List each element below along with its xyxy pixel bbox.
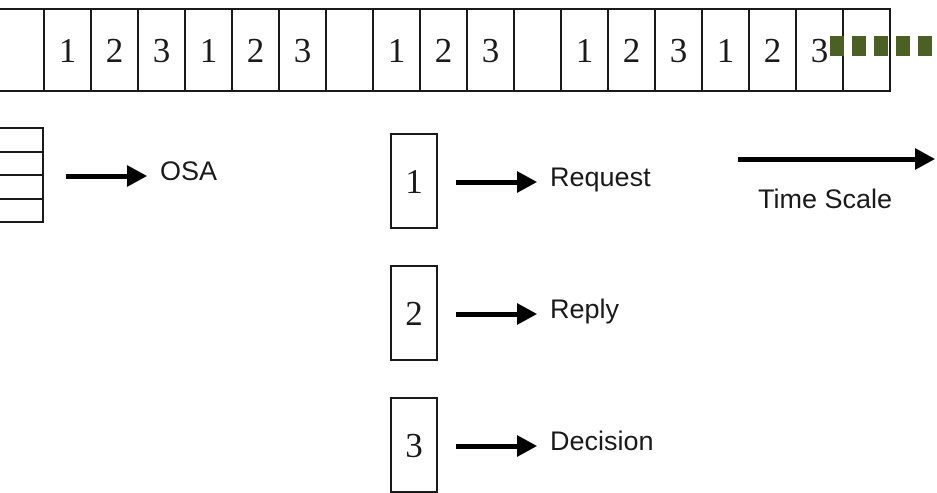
- osa-legend-label: OSA: [160, 156, 218, 186]
- arrow-shaft: [456, 443, 518, 449]
- continuation-square: [830, 36, 844, 56]
- osa-segment: [0, 176, 42, 200]
- osa-segment: [0, 153, 42, 176]
- timeline-cell-2: 2: [419, 8, 468, 92]
- arrow-head-icon: [517, 435, 537, 457]
- legend-label-request: Request: [550, 162, 651, 192]
- arrow-head-icon: [915, 148, 935, 170]
- timeline-cell-3: 3: [137, 8, 186, 92]
- osa-key-box: [0, 127, 44, 223]
- arrow-head-icon: [517, 303, 537, 325]
- arrow-shaft: [738, 156, 916, 162]
- timeline-cell-1: 1: [184, 8, 233, 92]
- osa-legend-arrow: [66, 165, 147, 187]
- time-scale-arrow: [738, 148, 935, 170]
- timeline-cell-osa: [0, 8, 45, 92]
- continuation-square: [874, 36, 888, 56]
- continuation-square: [918, 36, 932, 56]
- arrow-head-icon: [517, 171, 537, 193]
- timeline-cell-3: 3: [278, 8, 327, 92]
- timeline-cell-3: 3: [466, 8, 515, 92]
- timeline-cell-2: 2: [231, 8, 280, 92]
- legend-arrow: [456, 171, 537, 193]
- timeline-cell-2: 2: [748, 8, 797, 92]
- timeline-cell-1: 1: [372, 8, 421, 92]
- legend-arrow: [456, 435, 537, 457]
- continuation-square: [852, 36, 866, 56]
- arrow-shaft: [66, 173, 128, 179]
- legend-arrow: [456, 303, 537, 325]
- legend-label-decision: Decision: [550, 426, 654, 456]
- legend-label-reply: Reply: [550, 294, 620, 324]
- arrow-shaft: [456, 179, 518, 185]
- continuation-square: [896, 36, 910, 56]
- timeline-cell-1: 1: [701, 8, 750, 92]
- timeline-cell-osa: [325, 8, 374, 92]
- arrow-shaft: [456, 311, 518, 317]
- legend-symbol-box: 1: [390, 133, 438, 229]
- arrow-head-icon: [127, 165, 147, 187]
- time-scale-label: Time Scale: [758, 184, 893, 214]
- timeline-cell-1: 1: [43, 8, 92, 92]
- osa-segment: [0, 129, 42, 153]
- legend-symbol-box: 3: [390, 397, 438, 493]
- legend-symbol-box: 2: [390, 265, 438, 361]
- timeline-cell-1: 1: [560, 8, 609, 92]
- timeline-cell-2: 2: [607, 8, 656, 92]
- continuation-squares: [830, 36, 932, 56]
- osa-segment: [0, 200, 42, 222]
- timeline-cell-osa: [513, 8, 562, 92]
- timeline-cell-2: 2: [90, 8, 139, 92]
- timeline-cell-3: 3: [654, 8, 703, 92]
